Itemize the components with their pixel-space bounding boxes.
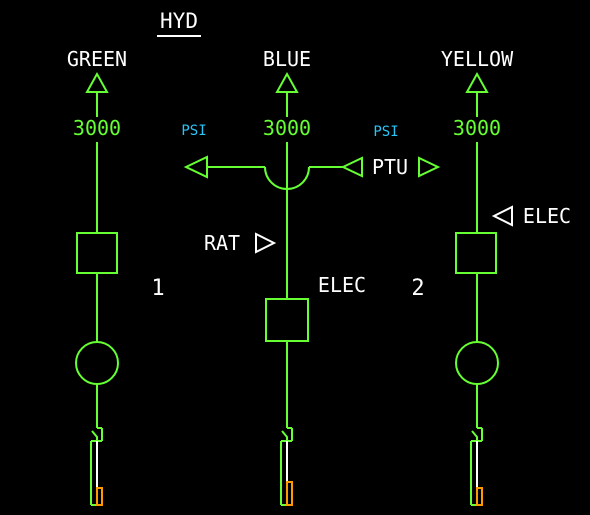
yellow-elec-label: ELEC xyxy=(523,204,571,228)
ptu-crossing-arc-icon xyxy=(264,166,310,190)
ptu-group: PTU xyxy=(183,155,441,190)
engine-2-label: 2 xyxy=(411,276,424,301)
ptu-right-arrow-icon xyxy=(418,156,441,178)
blue-system-label: BLUE xyxy=(263,47,311,71)
yellow-pressure-arrow-icon xyxy=(465,71,489,93)
green-pressure-value: 3000 xyxy=(73,116,121,140)
blue-pressure-arrow-icon xyxy=(275,71,299,93)
ptu-mid-arrow-icon xyxy=(340,156,363,178)
green-engine-pump-icon xyxy=(76,232,118,274)
blue-pressure-value: 3000 xyxy=(263,116,311,140)
yellow-engine-pump-icon xyxy=(455,232,497,274)
psi-unit-right: PSI xyxy=(373,124,398,140)
yellow-system-label: YELLOW xyxy=(441,47,514,71)
yellow-elec-arrow-icon xyxy=(491,205,513,227)
green-pressure-arrow-icon xyxy=(85,71,109,93)
psi-unit-left: PSI xyxy=(181,123,206,139)
ptu-label: PTU xyxy=(372,155,408,179)
rat-label: RAT xyxy=(204,231,240,255)
yellow-reservoir-low-icon xyxy=(476,487,483,506)
blue-elec-pump-icon xyxy=(265,298,309,342)
yellow-fire-valve-icon xyxy=(455,341,499,385)
green-system: GREEN 3000 xyxy=(67,47,127,506)
ptu-left-arrow-icon xyxy=(183,155,208,179)
page-title: HYD xyxy=(160,9,198,33)
green-reservoir-low-icon xyxy=(96,487,103,506)
blue-system: BLUE 3000 xyxy=(263,47,311,506)
engine-1-label: 1 xyxy=(151,276,164,301)
yellow-system: YELLOW 3000 xyxy=(441,47,514,506)
green-system-label: GREEN xyxy=(67,47,127,71)
blue-elec-label: ELEC xyxy=(318,273,366,297)
blue-reservoir-low-icon xyxy=(286,481,293,506)
green-fire-valve-icon xyxy=(75,341,119,385)
rat-arrow-icon xyxy=(255,232,277,254)
yellow-pressure-value: 3000 xyxy=(453,116,501,140)
